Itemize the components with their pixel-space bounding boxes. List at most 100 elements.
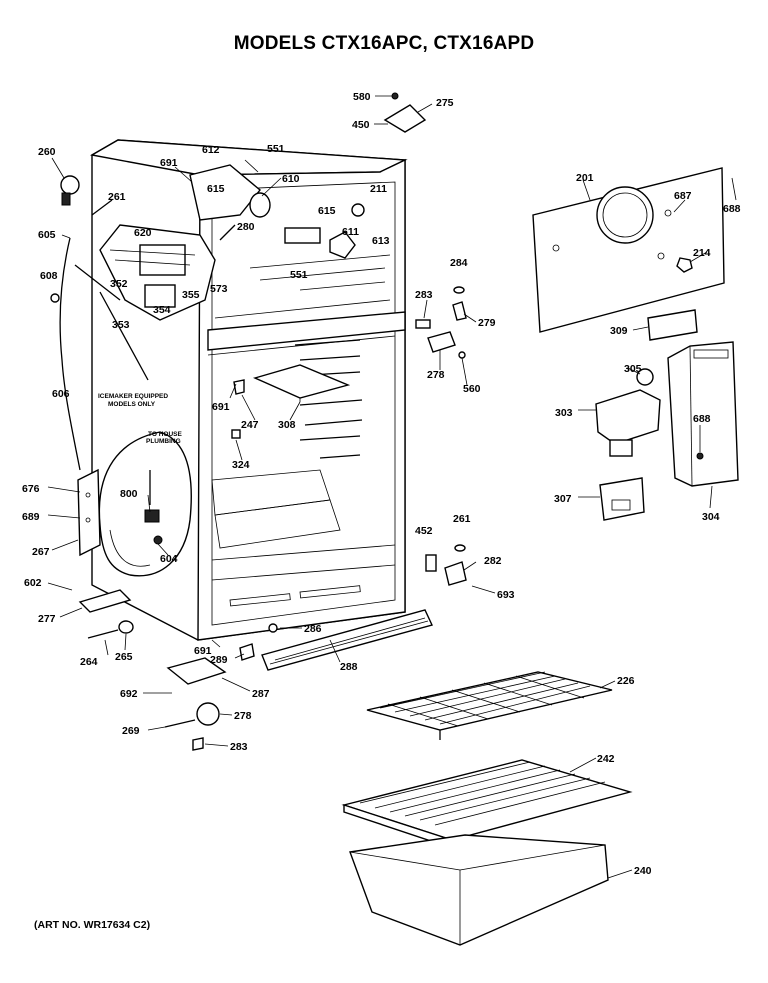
callout-label: 226 [617, 675, 635, 687]
callout-label: 452 [415, 525, 433, 537]
part-265 [118, 620, 134, 634]
part-283b-leveler [192, 737, 204, 751]
callout-label: 289 [210, 654, 228, 666]
callout-label: 354 [153, 304, 171, 316]
callout-label: 692 [120, 688, 138, 700]
callout-label: 242 [597, 753, 615, 765]
part-269 [164, 719, 196, 728]
icemaker-plumbing-region [98, 431, 192, 577]
page-title: MODELS CTX16APC, CTX16APD [233, 33, 535, 54]
callout-label: 240 [634, 865, 652, 877]
callout-label: 305 [624, 363, 642, 375]
callout-label: 602 [24, 577, 42, 589]
callout-label: 604 [160, 553, 178, 565]
art-number: (ART NO. WR17634 C2) [34, 919, 151, 931]
part-324 [231, 429, 241, 439]
callout-label: 284 [450, 257, 468, 269]
callout-label: 608 [40, 270, 58, 282]
callout-label: 693 [497, 589, 515, 601]
part-304-door [667, 341, 739, 487]
callout-label: 676 [22, 483, 40, 495]
callout-label: 201 [576, 172, 594, 184]
part-282 [444, 561, 467, 586]
part-240-crisper-drawer [349, 834, 609, 946]
part-287-bracket [166, 657, 227, 685]
callout-label: 261 [108, 191, 126, 203]
callout-label: 353 [112, 319, 130, 331]
callout-label: 605 [38, 229, 56, 241]
callout-label: 691 [194, 645, 212, 657]
part-264 [87, 629, 119, 639]
part-608 [50, 293, 60, 303]
callout-label: 277 [38, 613, 56, 625]
callout-label: 688 [723, 203, 741, 215]
leader-lines [47, 95, 737, 879]
part-278 [427, 331, 456, 353]
callout-label: 286 [304, 623, 322, 635]
part-275-hinge [383, 92, 427, 133]
callout-label: 324 [232, 459, 250, 471]
callout-label: 278 [427, 369, 445, 381]
callout-label: 612 [202, 144, 220, 156]
part-242-crisper-cover [341, 759, 633, 849]
part-277 [78, 589, 132, 613]
fan-motor-assembly [189, 164, 365, 259]
callout-label: 303 [555, 407, 573, 419]
part-303 [595, 389, 661, 457]
part-309-label [647, 309, 698, 341]
part-283-bracket [415, 319, 431, 329]
callout-label: 611 [342, 226, 359, 238]
callout-label: 613 [372, 235, 390, 247]
callout-label: 352 [110, 278, 128, 290]
callout-label: 309 [610, 325, 628, 337]
callout-label: 691 [160, 157, 178, 169]
callout-label: 308 [278, 419, 296, 431]
callout-label: 689 [22, 511, 40, 523]
callout-label: 691 [212, 401, 230, 413]
part-606-wire [59, 237, 81, 471]
callout-label: 580 [353, 91, 371, 103]
part-278b-roller [196, 702, 220, 726]
callout-label: 606 [52, 388, 70, 400]
callout-label: 269 [122, 725, 140, 737]
part-305 [636, 368, 654, 386]
callout-labels: 580 275 450 260 691 612 551 610 615 211 … [22, 91, 741, 877]
callout-label: 278 [234, 710, 252, 722]
part-261 [91, 199, 113, 216]
callout-label: 688 [693, 413, 711, 425]
callout-label: 687 [674, 190, 692, 202]
callout-label: 304 [702, 511, 720, 523]
callout-label: 260 [38, 146, 56, 158]
callout-label: 280 [237, 221, 255, 233]
part-267-bracket [77, 468, 101, 557]
callout-label: 573 [210, 283, 228, 295]
callout-label: 261 [453, 513, 471, 525]
callout-label: 267 [32, 546, 50, 558]
part-279 [452, 301, 467, 321]
house-note-line1: TO HOUSE [148, 431, 182, 438]
callout-label: 275 [436, 97, 454, 109]
part-289 [239, 643, 255, 661]
callout-label: 620 [134, 227, 152, 239]
callout-label: 615 [207, 183, 225, 195]
icemaker-note-line1: ICEMAKER EQUIPPED [98, 393, 168, 400]
callout-label: 283 [230, 741, 248, 753]
part-560 [458, 351, 466, 359]
callout-label: 211 [370, 183, 387, 195]
callout-label: 265 [115, 651, 133, 663]
house-note-line2: PLUMBING [146, 438, 181, 445]
callout-label: 283 [415, 289, 433, 301]
part-261b [454, 544, 466, 552]
part-288-grille [261, 609, 433, 671]
callout-label: 214 [693, 247, 711, 259]
icemaker-note-line2: MODELS ONLY [108, 401, 156, 408]
part-452 [425, 554, 437, 572]
callout-label: 450 [352, 119, 370, 131]
callout-label: 287 [252, 688, 270, 700]
callout-label: 247 [241, 419, 259, 431]
part-260 [60, 175, 80, 206]
callout-label: 288 [340, 661, 358, 673]
callout-label: 355 [182, 289, 200, 301]
callout-label: 551 [267, 143, 285, 155]
